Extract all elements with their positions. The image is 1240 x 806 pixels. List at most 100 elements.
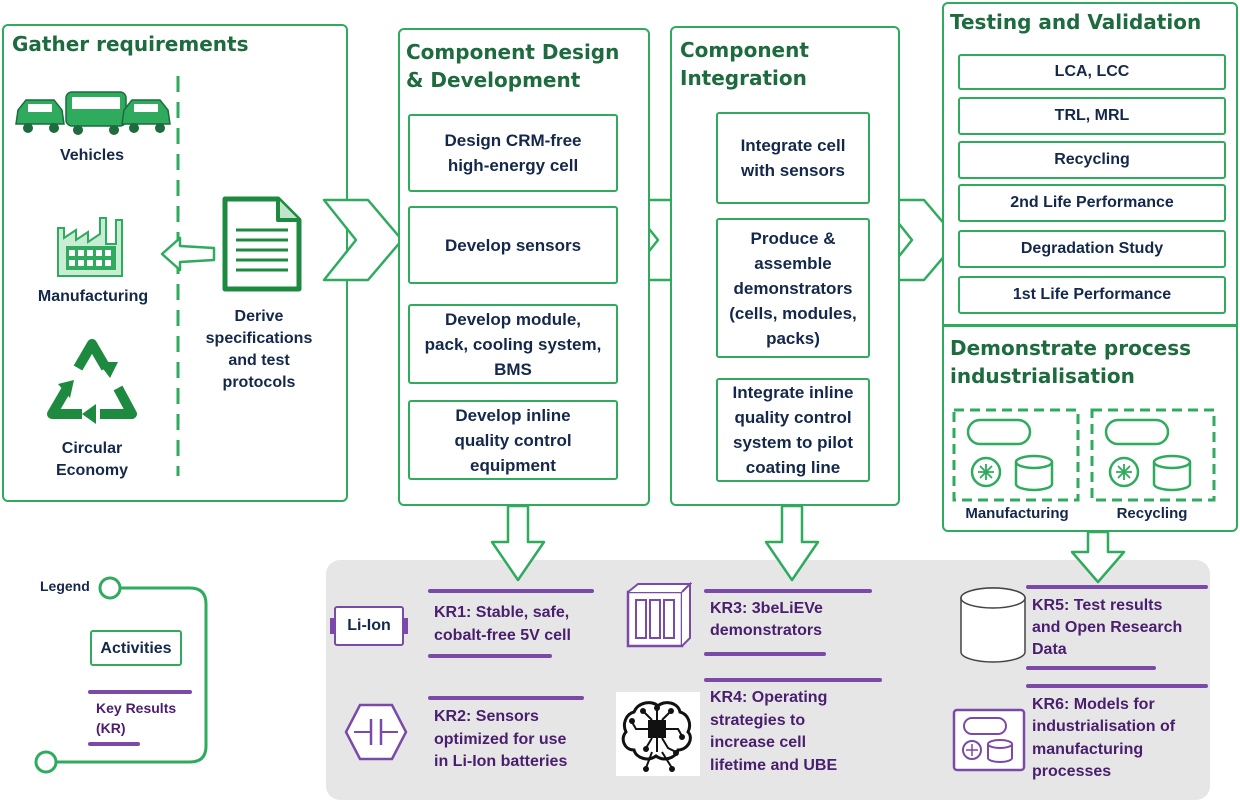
activity-integrate-cell: Integrate cell with sensors bbox=[716, 112, 870, 204]
activity-design-cell-line1: Design CRM-free bbox=[444, 131, 582, 150]
kr1-top-line bbox=[428, 589, 594, 593]
test-item-lca-label: LCA, LCC bbox=[1054, 63, 1130, 80]
factory-icon bbox=[57, 217, 123, 277]
dashed-divider bbox=[176, 76, 180, 476]
kr5-line3: Data bbox=[1032, 641, 1067, 658]
battery-pack-icon bbox=[626, 581, 693, 648]
recycling-process-icon bbox=[1090, 408, 1216, 502]
activity-integrate-qc-line1: Integrate inline bbox=[732, 383, 854, 402]
down-arrow-design bbox=[490, 504, 546, 582]
kr2-line2: optimized for use bbox=[434, 731, 567, 748]
brain-circuit-icon bbox=[621, 701, 692, 772]
activity-produce-line2: assemble bbox=[754, 253, 832, 273]
activity-develop-module: Develop module, pack, cooling system, BM… bbox=[408, 304, 618, 384]
test-item-2nd-life: 2nd Life Performance bbox=[958, 184, 1226, 222]
kr4-line2: strategies to bbox=[710, 712, 806, 729]
kr5-line2: and Open Research bbox=[1032, 619, 1183, 636]
legend-kr-line bbox=[88, 690, 192, 694]
activity-develop-module-line2: pack, cooling system, bbox=[424, 334, 602, 354]
flow-chevron-1 bbox=[322, 198, 404, 282]
liion-terminal-left bbox=[330, 618, 334, 634]
test-item-1st-life: 1st Life Performance bbox=[958, 276, 1226, 314]
kr6-line4: processes bbox=[1032, 763, 1112, 780]
activity-produce-line5: packs) bbox=[766, 328, 820, 348]
component-integration-title-2: Integration bbox=[680, 66, 807, 90]
kr3-top-line bbox=[704, 589, 872, 593]
kr1-line2: cobalt-free 5V cell bbox=[434, 627, 571, 644]
derive-spec-line1: Derive bbox=[234, 308, 284, 325]
activity-develop-qc-line1: Develop inline bbox=[455, 405, 571, 425]
kr6-line1: KR6: Models for bbox=[1032, 696, 1155, 713]
testing-validation-title: Testing and Validation bbox=[950, 10, 1202, 34]
test-item-trl-label: TRL, MRL bbox=[1054, 107, 1130, 124]
legend-kr-line1: Key Results bbox=[96, 700, 177, 716]
legend-kr-line2: (KR) bbox=[96, 720, 126, 736]
kr4-line1: KR4: Operating bbox=[710, 689, 828, 706]
process-model-icon bbox=[952, 708, 1026, 772]
derive-spec-line3: and test bbox=[228, 352, 290, 369]
component-integration-title-1: Component bbox=[680, 38, 809, 62]
test-item-recycling: Recycling bbox=[958, 141, 1226, 179]
database-icon bbox=[960, 587, 1026, 663]
activity-integrate-qc: Integrate inline quality control system … bbox=[716, 378, 870, 482]
demonstrate-title-2: industrialisation bbox=[950, 364, 1135, 388]
document-icon bbox=[222, 196, 302, 292]
legend-title: Legend bbox=[40, 578, 90, 594]
recycle-icon bbox=[47, 339, 137, 424]
activity-integrate-cell-line1: Integrate cell bbox=[740, 136, 846, 155]
derive-spec-line4: protocols bbox=[222, 374, 296, 391]
legend-activities-box: Activities bbox=[90, 630, 182, 666]
activity-develop-qc-line3: equipment bbox=[470, 455, 556, 475]
circular-economy-label-1: Circular bbox=[61, 440, 123, 457]
sensor-hexagon-icon bbox=[344, 703, 408, 761]
demonstrate-divider bbox=[944, 324, 1236, 327]
kr3-bottom-line bbox=[704, 652, 826, 656]
test-item-degradation-label: Degradation Study bbox=[1020, 240, 1164, 257]
activity-design-cell: Design CRM-free high-energy cell bbox=[408, 114, 618, 192]
component-design-title-1: Component Design bbox=[406, 40, 620, 64]
activity-develop-sensors-label: Develop sensors bbox=[444, 235, 582, 255]
activity-integrate-qc-line4: coating line bbox=[745, 458, 841, 477]
legend-activities-label: Activities bbox=[100, 639, 172, 657]
activity-design-cell-line2: high-energy cell bbox=[447, 156, 579, 175]
kr1-bottom-line bbox=[428, 654, 552, 658]
kr5-line1: KR5: Test results bbox=[1032, 597, 1163, 614]
liion-icon: Li-Ion bbox=[334, 606, 404, 646]
activity-develop-sensors: Develop sensors bbox=[408, 206, 618, 284]
component-design-title-2: & Development bbox=[406, 68, 581, 92]
activity-develop-qc-line2: quality control bbox=[454, 430, 572, 450]
manufacturing-process-icon bbox=[952, 408, 1080, 502]
kr1-line1: KR1: Stable, safe, bbox=[434, 604, 570, 621]
activity-integrate-qc-line2: quality control bbox=[734, 408, 852, 427]
kr2-line1: KR2: Sensors bbox=[434, 708, 539, 725]
demonstrate-manufacturing-label: Manufacturing bbox=[965, 505, 1069, 522]
input-arrow-icon bbox=[160, 236, 216, 272]
legend-bracket bbox=[34, 576, 208, 774]
activity-produce-line3: demonstrators bbox=[733, 278, 853, 298]
test-item-recycling-label: Recycling bbox=[1054, 151, 1130, 168]
kr6-line2: industrialisation of bbox=[1032, 718, 1176, 735]
kr4-top-line bbox=[704, 678, 882, 682]
activity-develop-module-line3: BMS bbox=[494, 359, 532, 379]
kr5-bottom-line bbox=[1026, 666, 1156, 670]
derive-spec-line2: specifications bbox=[205, 330, 313, 347]
manufacturing-label: Manufacturing bbox=[37, 288, 149, 305]
kr3-line1: KR3: 3beLiEVe bbox=[710, 600, 823, 617]
liion-terminal-right bbox=[404, 618, 408, 634]
down-arrow-testing bbox=[1070, 530, 1126, 584]
test-item-trl: TRL, MRL bbox=[958, 97, 1226, 135]
kr2-line3: in Li-Ion batteries bbox=[434, 753, 568, 770]
test-item-1st-life-label: 1st Life Performance bbox=[1012, 286, 1172, 303]
kr5-top-line bbox=[1026, 585, 1208, 589]
circular-economy-label-2: Economy bbox=[55, 462, 128, 479]
vehicles-label: Vehicles bbox=[59, 147, 125, 164]
activity-integrate-cell-line2: with sensors bbox=[741, 161, 845, 180]
activity-develop-qc: Develop inline quality control equipment bbox=[408, 400, 618, 480]
activity-produce-line1: Produce & bbox=[750, 228, 836, 248]
liion-label: Li-Ion bbox=[347, 617, 391, 634]
kr6-top-line bbox=[1026, 684, 1208, 688]
activity-integrate-qc-line3: system to pilot bbox=[733, 433, 853, 452]
activity-develop-module-line1: Develop module, bbox=[444, 309, 582, 329]
kr4-line4: lifetime and UBE bbox=[710, 757, 838, 774]
kr6-line3: manufacturing bbox=[1032, 741, 1144, 758]
